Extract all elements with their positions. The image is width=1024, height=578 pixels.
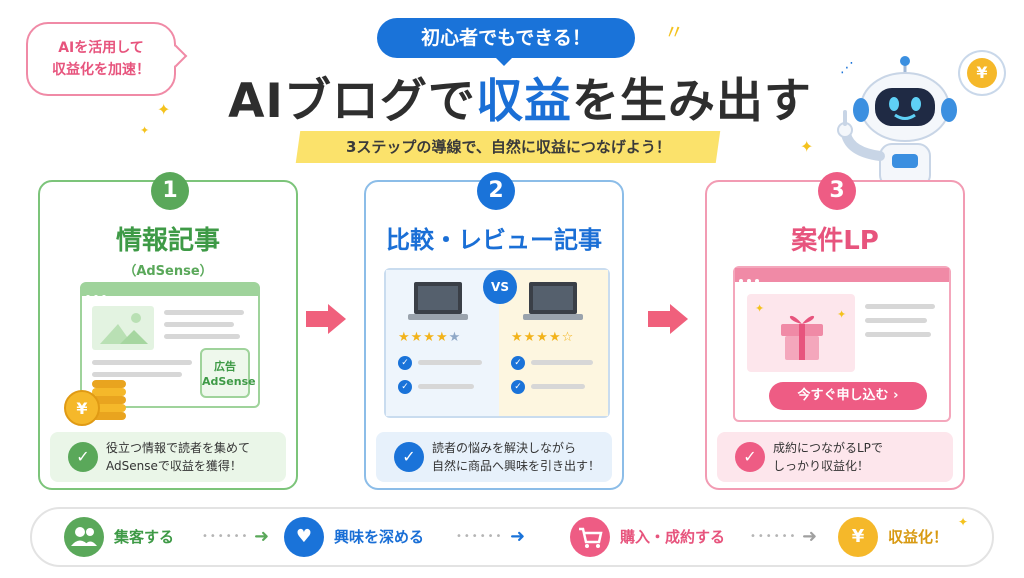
step-description: ✓ 成約につながるLPで しっかり収益化！ — [717, 432, 953, 482]
yen-coin-icon: ¥ — [967, 58, 997, 88]
star-rating-a: ★★★★★ — [398, 330, 462, 345]
check-icon: ✓ — [394, 442, 424, 472]
robot-mascot-icon — [837, 56, 957, 187]
cart-icon — [570, 517, 610, 557]
apply-now-button[interactable]: 今すぐ申し込む › — [769, 382, 927, 410]
vs-badge: VS — [483, 270, 517, 304]
description-line-1: 成約につながるLPで — [773, 441, 883, 455]
product-b: ★★★★☆ ✓ ✓ — [499, 270, 608, 416]
text-line — [865, 318, 927, 323]
heart-icon: ♥ — [284, 517, 324, 557]
text-line — [418, 360, 482, 365]
flow-arrow-icon: ➜ — [510, 526, 526, 547]
title-highlight: 収益 — [475, 74, 572, 129]
ad-provider: AdSense — [202, 375, 256, 388]
flow-bar: 集客する •••••• ➜ ♥ 興味を深める •••••• ➜ 購入・成約する … — [30, 507, 994, 567]
image-placeholder-icon — [92, 306, 154, 350]
step-title: 比較・レビュー記事 — [386, 226, 602, 254]
step-number-badge: 1 — [151, 172, 189, 210]
step-card-comparison: 2 比較・レビュー記事 ★★★★★ ✓ ✓ ★★★★☆ ✓ ✓ VS ✓ 読者の… — [364, 172, 624, 490]
check-icon: ✓ — [398, 380, 412, 394]
yen-coin-icon: ¥ — [838, 517, 878, 557]
check-icon: ✓ — [735, 442, 765, 472]
main-title: AIブログで収益を生み出す — [200, 62, 840, 129]
text-line — [865, 332, 931, 337]
description-line-1: 役立つ情報で読者を集めて — [106, 441, 251, 455]
ad-box: 広告 AdSense — [200, 348, 256, 398]
svg-text:¥: ¥ — [76, 399, 87, 418]
text-line — [531, 360, 593, 365]
step-subtitle: （AdSense） — [123, 264, 213, 279]
landing-page-mockup: ✦ ✦ 今すぐ申し込む › — [733, 266, 951, 422]
step-title: 案件LP — [791, 226, 879, 256]
comparison-panel: ★★★★★ ✓ ✓ ★★★★☆ ✓ ✓ VS — [384, 268, 610, 418]
product-a: ★★★★★ ✓ ✓ — [386, 270, 499, 416]
gift-panel: ✦ ✦ — [747, 294, 855, 372]
beginner-pill: 初心者でもできる！ — [377, 18, 635, 66]
check-icon: ✓ — [68, 442, 98, 472]
people-icon — [64, 517, 104, 557]
text-line — [164, 310, 244, 315]
step-title: 情報記事 — [115, 226, 220, 256]
step-number-badge: 2 — [477, 172, 515, 210]
check-icon: ✓ — [398, 356, 412, 370]
flow-dots: •••••• — [202, 531, 250, 542]
text-line — [531, 384, 585, 389]
check-icon: ✓ — [511, 380, 525, 394]
step-card-information: 1 情報記事 （AdSense） 広告 AdSense ¥ ✓ 役立つ情報で読者… — [38, 172, 298, 490]
flow-label: 興味を深める — [334, 528, 425, 546]
step-arrow-icon — [648, 304, 688, 334]
step-number-badge: 3 — [818, 172, 856, 210]
flow-dots: •••••• — [750, 531, 798, 542]
subtitle-text: 3ステップの導線で、自然に収益につなげよう！ — [345, 138, 671, 156]
flow-label: 収益化！ — [888, 528, 949, 546]
sparkle-icon: ✦ — [140, 124, 150, 137]
flow-label: 購入・成約する — [620, 528, 726, 546]
subtitle-banner: 3ステップの導線で、自然に収益につなげよう！ — [295, 131, 721, 163]
title-pre: AIブログで — [228, 74, 476, 129]
flow-dots: •••••• — [456, 531, 504, 542]
speech-line-1: AIを活用して — [58, 40, 144, 56]
speech-bubble: AIを活用して 収益化を加速！ — [26, 22, 176, 96]
sparkle-icon: ✦ — [800, 137, 814, 156]
step-card-landing-page: 3 案件LP ✦ ✦ 今すぐ申し込む › ✓ 成約につながるLPで しっかり収益… — [705, 172, 965, 490]
flow-arrow-icon: ➜ — [254, 526, 270, 547]
description-line-2: しっかり収益化！ — [773, 459, 870, 473]
sparkle-icon: ⋰ — [840, 60, 854, 76]
sparkle-icon: ✦ — [157, 100, 171, 119]
text-line — [92, 360, 192, 365]
step-description: ✓ 読者の悩みを解決しながら 自然に商品へ興味を引き出す！ — [376, 432, 612, 482]
description-line-2: AdSenseで収益を獲得！ — [106, 459, 242, 473]
check-icon: ✓ — [511, 356, 525, 370]
sparkle-icon: ✦ — [958, 515, 969, 529]
sparkle-icon: 〃 — [664, 20, 684, 44]
flow-label: 集客する — [114, 528, 175, 546]
text-line — [92, 372, 182, 377]
laptop-icon — [523, 282, 583, 320]
laptop-icon — [408, 282, 468, 320]
speech-line-2: 収益化を加速！ — [52, 62, 150, 78]
sparkle-icon: ✦ — [837, 308, 847, 321]
description-line-1: 読者の悩みを解決しながら — [432, 441, 577, 455]
gift-box-icon — [781, 315, 823, 360]
description-line-2: 自然に商品へ興味を引き出す！ — [432, 459, 601, 473]
browser-bar — [735, 268, 949, 283]
title-post: を生み出す — [571, 74, 812, 129]
sparkle-icon: ✦ — [755, 302, 765, 315]
flow-arrow-icon: ➜ — [802, 526, 818, 547]
star-rating-b: ★★★★☆ — [511, 330, 575, 345]
browser-mockup: 広告 AdSense — [80, 282, 260, 408]
text-line — [164, 334, 240, 339]
text-line — [164, 322, 234, 327]
yen-coins-icon: ¥ — [64, 380, 126, 426]
text-line — [418, 384, 474, 389]
step-description: ✓ 役立つ情報で読者を集めて AdSenseで収益を獲得！ — [50, 432, 286, 482]
text-line — [865, 304, 935, 309]
ad-label: 広告 — [214, 360, 236, 373]
browser-bar — [82, 284, 258, 299]
step-arrow-icon — [306, 304, 346, 334]
